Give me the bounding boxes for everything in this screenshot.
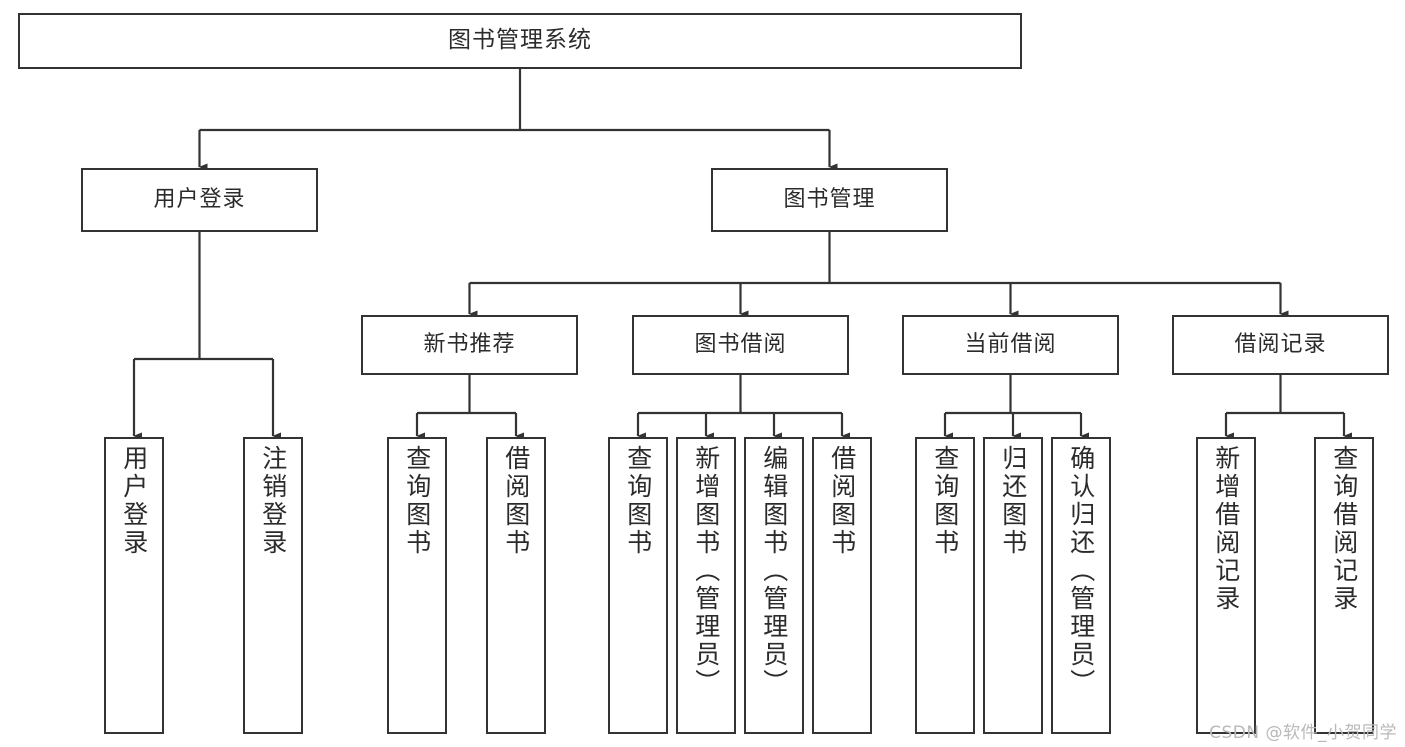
leaf-confirm-return-admin[interactable]: 确认归还（管理员）	[1051, 437, 1111, 734]
leaf-add-borrow-record-label: 新增借阅记录	[1211, 445, 1241, 613]
leaf-query-borrow-record-label: 查询借阅记录	[1329, 445, 1359, 613]
node-book-borrow[interactable]: 图书借阅	[632, 315, 849, 375]
node-borrow-records-label: 借阅记录	[1234, 332, 1327, 358]
leaf-logout-label: 注销登录	[258, 445, 288, 557]
leaf-query-book-current[interactable]: 查询图书	[915, 437, 975, 734]
node-new-book-recommend[interactable]: 新书推荐	[361, 315, 578, 375]
leaf-query-book-recommend[interactable]: 查询图书	[387, 437, 447, 734]
leaf-borrow-book-label: 借阅图书	[827, 445, 857, 557]
leaf-add-book-admin-label: 新增图书（管理员）	[691, 445, 721, 697]
leaf-query-book-current-label: 查询图书	[930, 445, 960, 557]
leaf-borrow-book-recommend[interactable]: 借阅图书	[486, 437, 546, 734]
leaf-query-borrow-record[interactable]: 查询借阅记录	[1314, 437, 1374, 734]
connector-lines	[132, 69, 1353, 440]
node-book-borrow-label: 图书借阅	[694, 332, 787, 358]
node-current-borrow[interactable]: 当前借阅	[902, 315, 1119, 375]
node-current-borrow-label: 当前借阅	[964, 332, 1057, 358]
csdn-watermark: CSDN @软件_小贺同学	[1209, 723, 1397, 743]
leaf-query-book-label: 查询图书	[623, 445, 653, 557]
node-borrow-records[interactable]: 借阅记录	[1172, 315, 1389, 375]
leaf-confirm-return-admin-label: 确认归还（管理员）	[1066, 445, 1096, 697]
leaf-borrow-book-recommend-label: 借阅图书	[501, 445, 531, 557]
node-root[interactable]: 图书管理系统	[18, 13, 1022, 69]
leaf-edit-book-admin-label: 编辑图书（管理员）	[759, 445, 789, 697]
leaf-logout[interactable]: 注销登录	[243, 437, 303, 734]
leaf-edit-book-admin[interactable]: 编辑图书（管理员）	[744, 437, 804, 734]
node-new-book-recommend-label: 新书推荐	[423, 332, 516, 358]
leaf-return-book-label: 归还图书	[998, 445, 1028, 557]
leaf-return-book[interactable]: 归还图书	[983, 437, 1043, 734]
node-book-management-label: 图书管理	[783, 187, 876, 213]
leaf-add-book-admin[interactable]: 新增图书（管理员）	[676, 437, 736, 734]
leaf-borrow-book[interactable]: 借阅图书	[812, 437, 872, 734]
leaf-query-book-recommend-label: 查询图书	[402, 445, 432, 557]
node-book-management[interactable]: 图书管理	[711, 168, 948, 232]
node-root-label: 图书管理系统	[448, 27, 592, 54]
leaf-user-login[interactable]: 用户登录	[104, 437, 164, 734]
node-user-login[interactable]: 用户登录	[81, 168, 318, 232]
leaf-user-login-label: 用户登录	[119, 445, 149, 557]
leaf-add-borrow-record[interactable]: 新增借阅记录	[1196, 437, 1256, 734]
leaf-query-book[interactable]: 查询图书	[608, 437, 668, 734]
node-user-login-label: 用户登录	[153, 187, 246, 213]
